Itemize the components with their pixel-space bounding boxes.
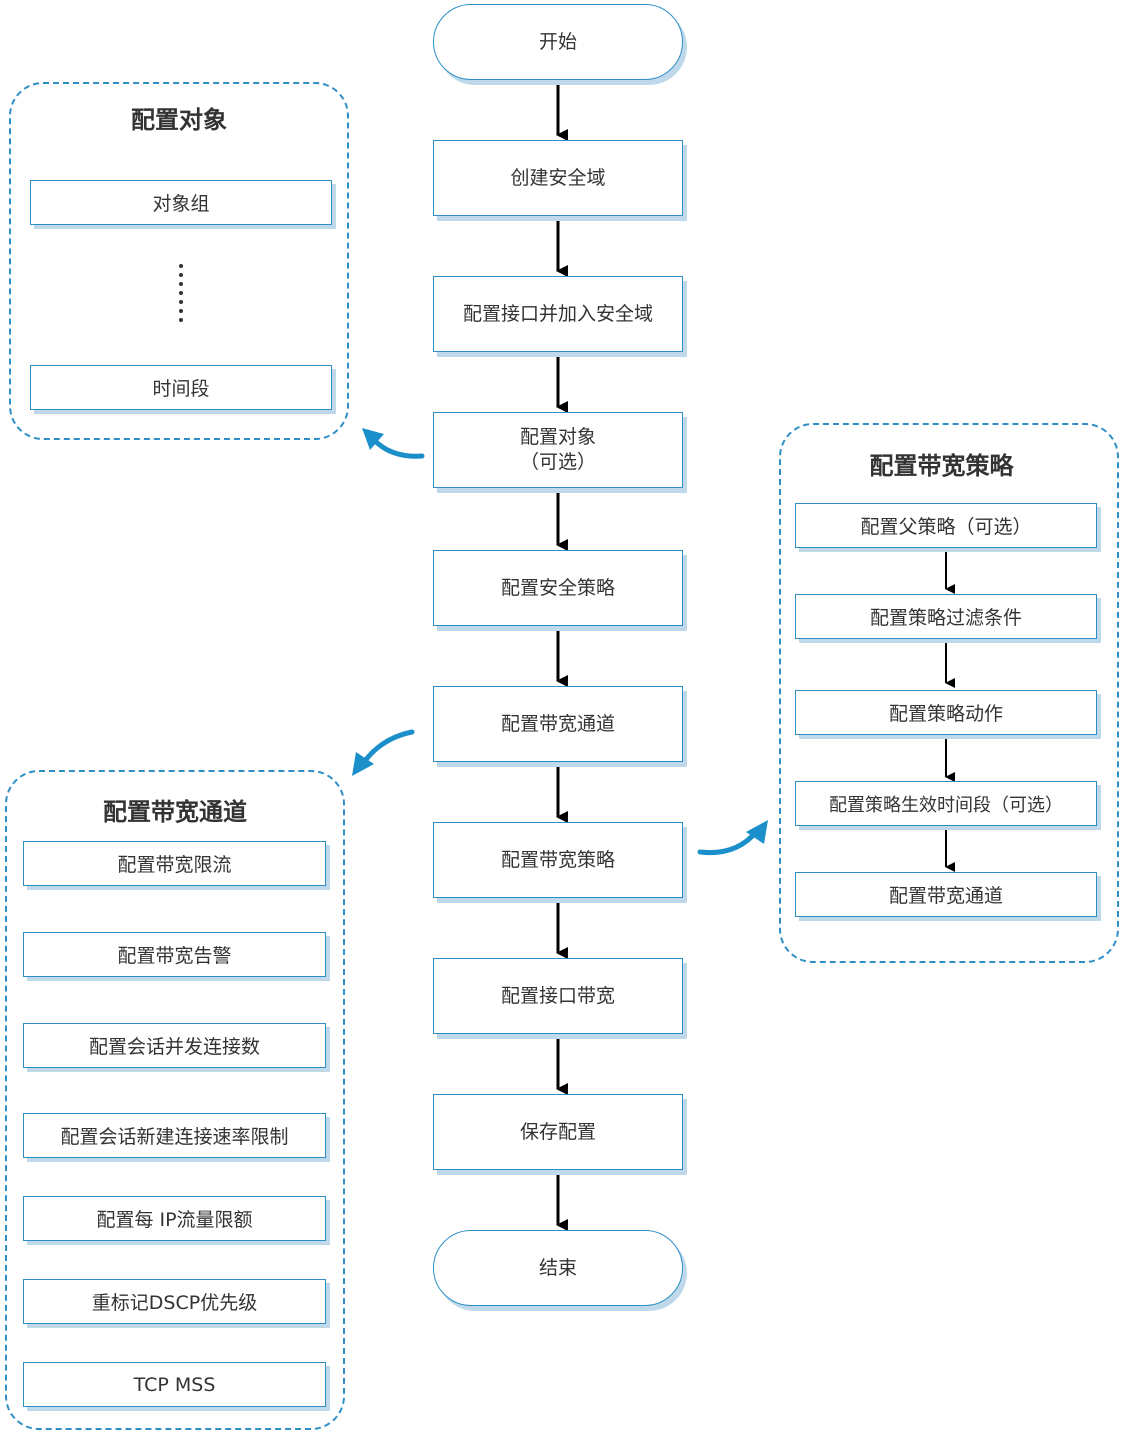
policy-item-bandwidth-channel: 配置带宽通道 bbox=[795, 872, 1097, 917]
curved-arrow-to-policy-panel bbox=[697, 820, 768, 856]
curved-arrow-to-channel-panel bbox=[352, 729, 415, 776]
channel-item-concurrent-sessions: 配置会话并发连接数 bbox=[23, 1023, 326, 1068]
step-create-security-zone: 创建安全域 bbox=[433, 140, 683, 216]
step-configure-bandwidth-policy: 配置带宽策略 bbox=[433, 822, 683, 898]
channel-item-new-session-rate: 配置会话新建连接速率限制 bbox=[23, 1113, 326, 1158]
channel-panel bbox=[5, 770, 345, 1430]
policy-item-parent-policy: 配置父策略（可选） bbox=[795, 503, 1097, 548]
step-configure-bandwidth-channel: 配置带宽通道 bbox=[433, 686, 683, 762]
end-node: 结束 bbox=[433, 1230, 683, 1306]
object-item-object-group: 对象组 bbox=[30, 180, 332, 225]
start-node: 开始 bbox=[433, 4, 683, 80]
channel-item-tcp-mss: TCP MSS bbox=[23, 1362, 326, 1407]
policy-item-filter-conditions: 配置策略过滤条件 bbox=[795, 594, 1097, 639]
policy-panel-title: 配置带宽策略 bbox=[869, 452, 1014, 480]
channel-panel-title: 配置带宽通道 bbox=[103, 798, 247, 826]
object-panel bbox=[9, 82, 349, 440]
policy-item-action: 配置策略动作 bbox=[795, 690, 1097, 735]
ellipsis-dots bbox=[179, 264, 183, 322]
channel-item-dscp-remark: 重标记DSCP优先级 bbox=[23, 1279, 326, 1324]
step-configure-interface-bandwidth: 配置接口带宽 bbox=[433, 958, 683, 1034]
channel-item-alarm: 配置带宽告警 bbox=[23, 932, 326, 977]
channel-item-per-ip-quota: 配置每 IP流量限额 bbox=[23, 1196, 326, 1241]
object-item-time-range: 时间段 bbox=[30, 365, 332, 410]
step-save-configuration: 保存配置 bbox=[433, 1094, 683, 1170]
step-configure-interface: 配置接口并加入安全域 bbox=[433, 276, 683, 352]
curved-arrow-to-object-panel bbox=[362, 428, 425, 459]
step-configure-object: 配置对象 （可选） bbox=[433, 412, 683, 488]
policy-item-time-range: 配置策略生效时间段（可选） bbox=[795, 781, 1097, 826]
channel-item-rate-limit: 配置带宽限流 bbox=[23, 841, 326, 886]
policy-panel bbox=[779, 423, 1119, 963]
step-configure-security-policy: 配置安全策略 bbox=[433, 550, 683, 626]
object-panel-title: 配置对象 bbox=[131, 106, 227, 134]
